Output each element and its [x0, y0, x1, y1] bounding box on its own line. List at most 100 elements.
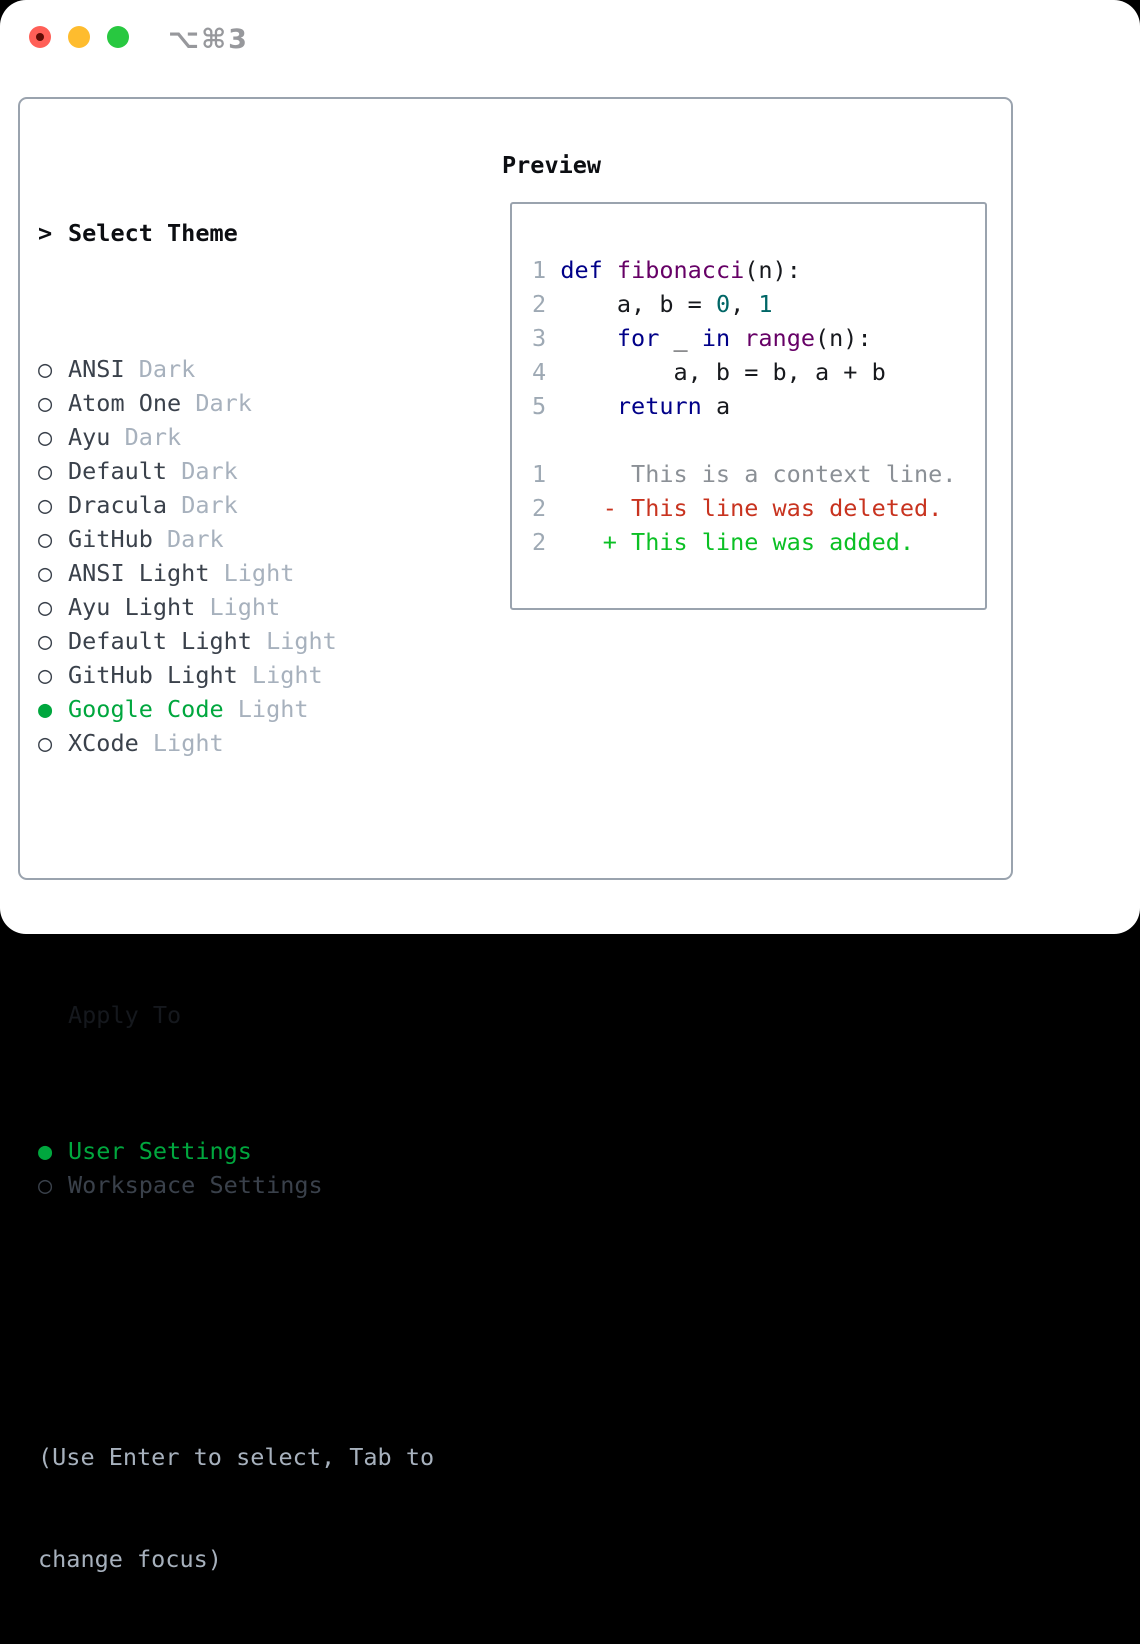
code-line: 3 for _ in range(n): [532, 321, 956, 355]
theme-label: Ayu [68, 423, 111, 451]
theme-variant: Dark [181, 389, 252, 417]
theme-option-github-light[interactable]: ○ GitHub Light Light [38, 658, 434, 692]
token-ln: 1 [532, 460, 547, 488]
radio-unselected-icon: ○ [38, 423, 53, 451]
theme-label: Dracula [68, 491, 168, 519]
token-pl: (n): [744, 256, 801, 284]
radio-unselected-icon: ○ [38, 525, 53, 553]
token-pl [546, 256, 560, 284]
app-window: ⌥⌘3 >Select Theme ○ ANSI Dark ○ Atom One Da… [0, 0, 1140, 1573]
token-fn: fibonacci [616, 256, 745, 284]
code-line: 2 a, b = 0, 1 [532, 287, 956, 321]
radio-unselected-icon: ○ [38, 627, 53, 655]
radio-unselected-icon: ○ [38, 355, 53, 383]
apply-option-user-settings[interactable]: ●User Settings [38, 1134, 434, 1168]
token-pl: a, b = [546, 290, 716, 318]
token-ln: 1 [532, 256, 547, 284]
token-ln: 2 [532, 494, 547, 522]
apply-option-workspace-settings[interactable]: ○Workspace Settings [38, 1168, 434, 1202]
theme-variant: Dark [124, 355, 196, 383]
theme-variant: Dark [167, 491, 238, 519]
minimize-button[interactable] [68, 26, 90, 48]
code-line: 4 a, b = b, a + b [532, 355, 956, 389]
token-add: + This line was added. [602, 528, 915, 556]
token-pl: _ [659, 324, 702, 352]
token-pl [603, 256, 617, 284]
token-ln: 3 [532, 324, 547, 352]
code-line [532, 423, 956, 457]
token-pl: a, b = b, a + b [546, 358, 886, 386]
theme-option-google-code[interactable]: ●Google Code Light [38, 692, 434, 726]
token-ln: 5 [532, 392, 547, 420]
titlebar: ⌥⌘3 [0, 0, 1140, 76]
hint-line-2: change focus) [38, 1545, 222, 1573]
token-ln: 2 [532, 528, 547, 556]
theme-label: ANSI Light [68, 559, 210, 587]
token-fn: range [744, 324, 816, 352]
theme-variant: Dark [110, 423, 182, 451]
token-kw: return [616, 392, 702, 420]
radio-unselected-icon: ○ [38, 1171, 53, 1199]
zoom-button[interactable] [107, 26, 129, 48]
spacer [38, 862, 434, 896]
theme-dialog: >Select Theme ○ANSI Dark○Atom One Dark○A… [18, 97, 1013, 1573]
theme-option-github[interactable]: ○ GitHub Dark [38, 522, 434, 556]
theme-option-ayu-light[interactable]: ○Ayu Light Light [38, 590, 434, 624]
theme-option-ayu[interactable]: ○ Ayu Dark [38, 420, 434, 454]
prompt-icon: > [38, 219, 53, 247]
theme-option-default-light[interactable]: ○Default Light Light [38, 624, 434, 658]
theme-variant: Light [237, 661, 323, 689]
theme-option-dracula[interactable]: ○ Dracula Dark [38, 488, 434, 522]
theme-option-ansi-light[interactable]: ○ ANSI Light Light [38, 556, 434, 590]
theme-option-xcode[interactable]: ○XCode Light [38, 726, 434, 760]
radio-unselected-icon: ○ [38, 457, 53, 485]
select-theme-header: >Select Theme [38, 216, 434, 250]
radio-unselected-icon: ○ [38, 389, 53, 417]
theme-label: XCode [68, 729, 139, 757]
theme-option-ansi[interactable]: ○ ANSI Dark [38, 352, 434, 386]
theme-variant: Light [223, 695, 309, 723]
token-kw: in [701, 324, 731, 352]
theme-variant: Dark [167, 457, 238, 485]
spacer [38, 1304, 434, 1338]
radio-unselected-icon: ○ [38, 559, 53, 587]
code-line: 2 - This line was deleted. [532, 491, 956, 525]
token-ctx: This is a context line. [631, 460, 957, 488]
theme-variant: Dark [152, 525, 224, 553]
token-del: - This line was deleted. [602, 494, 943, 522]
code-line: 2 + This line was added. [532, 525, 956, 559]
code-line: 1 def fibonacci(n): [532, 253, 956, 287]
apply-to-header: Apply To [38, 998, 434, 1032]
token-pl [546, 494, 603, 522]
apply-label: User Settings [68, 1137, 252, 1165]
theme-variant: Light [209, 559, 295, 587]
theme-label: Ayu Light [68, 593, 196, 621]
theme-label: Atom One [68, 389, 182, 417]
theme-option-default[interactable]: ○Default Dark [38, 454, 434, 488]
theme-label: Google Code [68, 695, 224, 723]
theme-label: ANSI [68, 355, 125, 383]
close-button[interactable] [29, 26, 51, 48]
window-title: ⌥⌘3 [168, 24, 249, 55]
token-pl: a [701, 392, 731, 420]
left-column: >Select Theme ○ANSI Dark○Atom One Dark○A… [38, 148, 434, 1644]
token-kw: def [560, 256, 603, 284]
token-ln: 2 [532, 290, 547, 318]
token-kw: for [616, 324, 660, 352]
theme-variant: Light [195, 593, 281, 621]
close-dot-icon [36, 33, 44, 41]
theme-label: GitHub [68, 525, 153, 553]
theme-option-atom-one[interactable]: ○ Atom One Dark [38, 386, 434, 420]
token-ln: 4 [532, 358, 547, 386]
code-line: 5 return a [532, 389, 956, 423]
theme-variant: Light [138, 729, 224, 757]
radio-unselected-icon: ○ [38, 661, 53, 689]
token-pl [546, 392, 617, 420]
apply-to-list: ●User Settings○Workspace Settings [38, 1134, 434, 1202]
theme-label: GitHub Light [68, 661, 238, 689]
theme-list: ○ANSI Dark○Atom One Dark○Ayu Dark○Defaul… [38, 352, 434, 760]
token-pl: (n): [815, 324, 872, 352]
radio-unselected-icon: ○ [38, 491, 53, 519]
